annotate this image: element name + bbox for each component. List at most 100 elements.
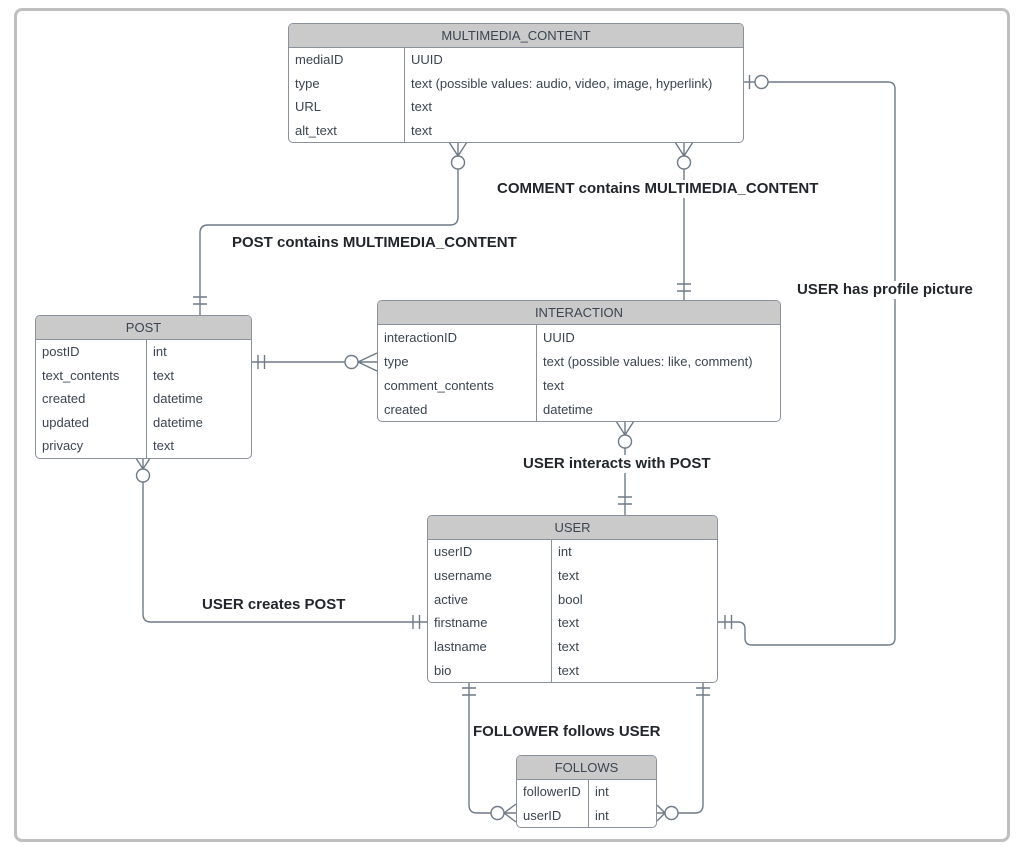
cardinality-exactly-one-icon (412, 615, 421, 629)
field-type: text (551, 634, 717, 659)
entity-title: INTERACTION (378, 301, 780, 325)
cardinality-exactly-one-icon (677, 283, 691, 292)
field-name: bio (434, 662, 452, 678)
relationship-label-follower-follows-user[interactable]: FOLLOWER follows USER (470, 723, 664, 741)
field-name: alt_text (295, 122, 337, 138)
field-name: active (434, 591, 468, 607)
field-type: text (551, 658, 717, 683)
table-row: active bool (428, 587, 717, 612)
field-name: userID (523, 807, 562, 823)
entity-title: USER (428, 516, 717, 540)
field-type: text (146, 434, 251, 458)
table-row: mediaID UUID (289, 48, 743, 72)
field-name: created (384, 401, 428, 417)
table-row: interactionID UUID (378, 325, 780, 349)
connector-follower-follows-user-left[interactable] (462, 682, 517, 823)
canvas-border (14, 8, 1010, 842)
field-type: text (404, 118, 743, 142)
table-row: alt_text text (289, 118, 743, 142)
cardinality-exactly-one-icon (193, 296, 207, 305)
field-name: followerID (523, 784, 581, 800)
field-name: privacy (42, 438, 84, 454)
field-name: postID (42, 344, 80, 360)
field-type: text (146, 363, 251, 387)
connector-post-contains-multimedia-content[interactable] (193, 141, 468, 315)
field-name: lastname (434, 639, 487, 655)
entity-title: POST (36, 316, 251, 340)
field-type: int (588, 803, 656, 827)
connector-post-interaction[interactable] (252, 352, 378, 372)
field-type: datetime (146, 410, 251, 434)
field-type: text (551, 563, 717, 588)
relationship-label-post-contains-multimedia-content[interactable]: POST contains MULTIMEDIA_CONTENT (229, 234, 520, 252)
cardinality-zero-or-many-icon (133, 454, 153, 483)
field-name: firstname (434, 615, 488, 631)
field-type: text (possible values: audio, video, ima… (404, 71, 743, 95)
connector-user-has-profile-picture[interactable] (718, 74, 896, 646)
table-row: lastname text (428, 634, 717, 659)
table-row: created datetime (36, 387, 251, 411)
field-name: type (384, 353, 409, 369)
entity-title: MULTIMEDIA_CONTENT (289, 24, 743, 48)
relationship-label-user-has-profile-picture[interactable]: USER has profile picture (794, 281, 976, 299)
cardinality-zero-or-many-icon (490, 803, 517, 823)
table-row: firstname text (428, 611, 717, 635)
table-row: bio text (428, 658, 717, 683)
field-type: bool (551, 587, 717, 612)
relationship-label-user-interacts-with-post[interactable]: USER interacts with POST (520, 455, 714, 473)
field-name: URL (295, 99, 322, 115)
table-row: privacy text (36, 434, 251, 458)
entity-multimedia-content[interactable]: MULTIMEDIA_CONTENT mediaID UUID type tex… (288, 23, 744, 143)
connector-comment-contains-multimedia-content[interactable] (674, 141, 694, 300)
entity-title: FOLLOWS (517, 756, 656, 780)
field-type: datetime (146, 387, 251, 411)
field-name: username (434, 568, 492, 584)
cardinality-exactly-one-icon (618, 496, 632, 505)
table-row: type text (possible values: audio, video… (289, 71, 743, 95)
field-name: updated (42, 414, 89, 430)
cardinality-zero-or-many-icon (656, 804, 679, 822)
entity-follows[interactable]: FOLLOWS followerID int userID int (516, 755, 657, 828)
field-type: text (404, 95, 743, 119)
relationship-label-user-creates-post[interactable]: USER creates POST (199, 596, 349, 614)
table-row: updated datetime (36, 410, 251, 434)
field-type: int (146, 340, 251, 364)
cardinality-exactly-one-icon (724, 615, 733, 629)
entity-interaction[interactable]: INTERACTION interactionID UUID type text… (377, 300, 781, 422)
table-row: followerID int (517, 780, 656, 804)
field-name: text_contents (42, 367, 120, 383)
field-type: text (possible values: like, comment) (536, 349, 780, 373)
field-name: interactionID (384, 329, 457, 345)
field-type: datetime (536, 397, 780, 421)
cardinality-zero-or-many-icon (448, 141, 468, 170)
table-row: userID int (517, 803, 656, 827)
field-name: created (42, 391, 86, 407)
table-row: text_contents text (36, 363, 251, 387)
field-type: UUID (404, 48, 743, 72)
table-row: postID int (36, 340, 251, 364)
cardinality-zero-or-many-icon (344, 352, 378, 372)
table-row: URL text (289, 95, 743, 119)
cardinality-zero-or-many-icon (674, 141, 694, 170)
relationship-label-comment-contains-multimedia-content[interactable]: COMMENT contains MULTIMEDIA_CONTENT (494, 180, 822, 198)
field-type: int (588, 780, 656, 804)
table-row: type text (possible values: like, commen… (378, 349, 780, 373)
connector-follower-follows-user-right[interactable] (656, 682, 710, 822)
connector-user-interacts-with-post[interactable] (615, 420, 635, 515)
table-row: username text (428, 563, 717, 588)
field-type: UUID (536, 325, 780, 349)
field-name: userID (434, 544, 473, 560)
entity-post[interactable]: POST postID int text_contents text creat… (35, 315, 252, 459)
field-name: comment_contents (384, 377, 494, 393)
cardinality-zero-or-one-icon (748, 74, 769, 90)
field-type: int (551, 540, 717, 564)
table-row: comment_contents text (378, 373, 780, 397)
field-type: text (536, 373, 780, 397)
field-name: mediaID (295, 52, 344, 68)
entity-user[interactable]: USER userID int username text active boo… (427, 515, 718, 684)
table-row: created datetime (378, 397, 780, 421)
field-type: text (551, 611, 717, 635)
cardinality-zero-or-many-icon (615, 420, 635, 449)
